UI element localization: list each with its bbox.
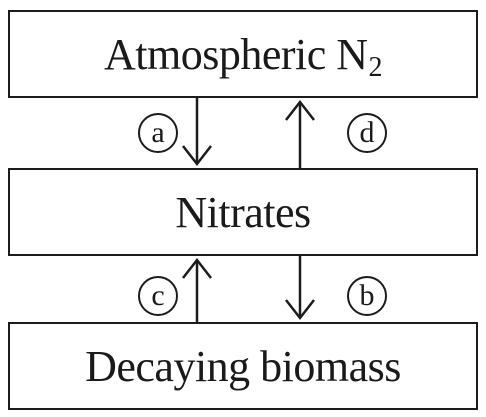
atmospheric-n2-subscript: 2 <box>368 52 383 83</box>
marker-a: a <box>138 113 178 153</box>
arrow-a-down <box>182 98 212 167</box>
decaying-biomass-label: Decaying biomass <box>85 341 401 391</box>
marker-c: c <box>138 276 178 316</box>
marker-b: b <box>347 276 387 316</box>
marker-b-label: b <box>359 279 375 312</box>
arrow-c-up <box>182 257 212 322</box>
marker-a-label: a <box>151 116 165 149</box>
atmospheric-n2-label: Atmospheric N <box>103 29 368 79</box>
nitrates-label: Nitrates <box>175 187 311 237</box>
decaying-biomass-box: Decaying biomass <box>8 322 478 410</box>
nitrates-box: Nitrates <box>8 168 478 256</box>
marker-d: d <box>347 113 387 153</box>
arrow-d-up <box>285 99 315 168</box>
arrow-b-down <box>285 256 315 321</box>
marker-c-label: c <box>151 279 165 312</box>
marker-d-label: d <box>359 116 375 149</box>
